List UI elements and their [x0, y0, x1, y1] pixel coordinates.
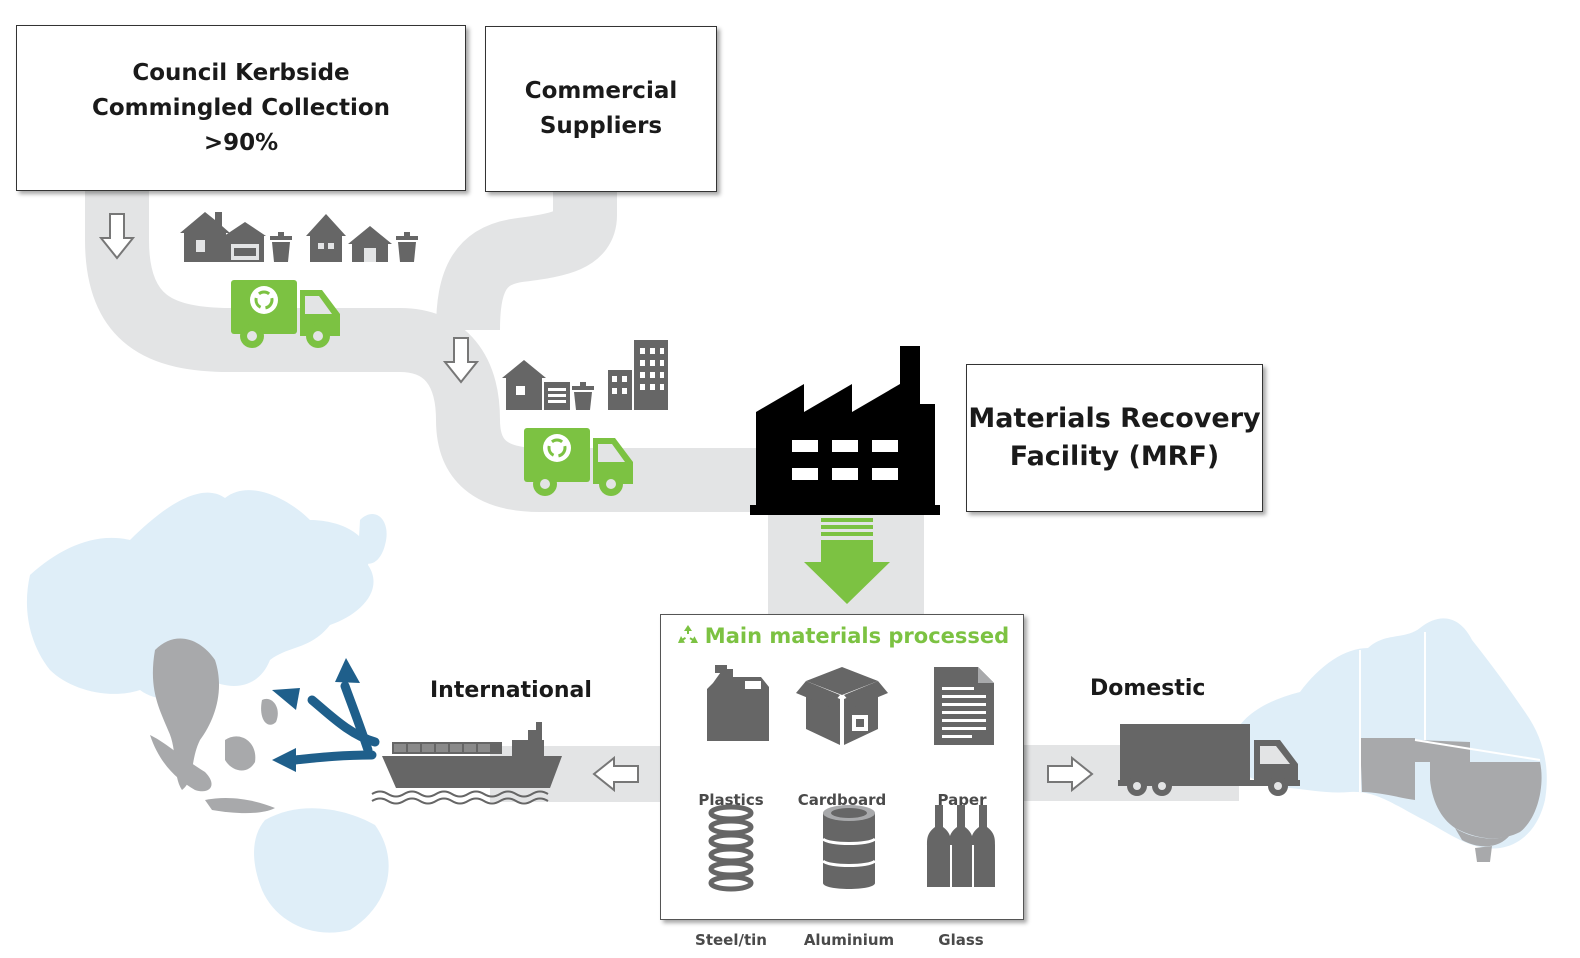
material-label: Aluminium	[803, 931, 895, 949]
commercial-buildings-icon	[502, 340, 668, 410]
mrf-box: Materials Recovery Facility (MRF)	[966, 364, 1263, 512]
recycling-truck-icon	[231, 280, 340, 348]
collection-path	[85, 183, 780, 512]
aluminium-can-icon	[821, 805, 877, 889]
left-arrow-icon	[592, 755, 639, 793]
right-arrow-icon	[1047, 755, 1094, 793]
material-label: Paper	[937, 791, 987, 809]
southeast-asia-highlight	[150, 638, 278, 814]
commercial-suppliers-box: Commercial Suppliers	[485, 26, 717, 192]
international-label: International	[430, 678, 592, 703]
material-label: Cardboard	[797, 791, 887, 809]
materials-panel-title: Main materials processed	[661, 623, 1023, 648]
houses-icon	[180, 212, 392, 262]
council-box-line3: >90%	[203, 129, 279, 156]
material-item: Aluminium	[789, 799, 909, 949]
export-arrowhead-icon	[272, 658, 360, 772]
material-item: Cardboard	[782, 659, 902, 809]
down-arrow-icon	[98, 213, 136, 260]
cardboard-box-icon	[796, 667, 888, 745]
factory-icon	[750, 346, 940, 515]
material-label: Plastics	[698, 791, 764, 809]
commercial-box-line2: Suppliers	[539, 113, 663, 139]
materials-panel-title-text: Main materials processed	[704, 624, 1010, 648]
steel-spring-icon	[708, 804, 754, 892]
paper-document-icon	[934, 667, 994, 745]
down-arrow-icon	[804, 518, 890, 604]
material-item: Steel/tin	[671, 799, 791, 949]
domestic-label: Domestic	[1090, 676, 1206, 701]
council-box-line2: Commingled Collection	[91, 94, 391, 121]
material-item: Paper	[902, 659, 1022, 809]
rubbish-bin-icon	[396, 232, 418, 262]
rubbish-bin-icon	[270, 232, 292, 262]
glass-bottles-icon	[927, 805, 995, 887]
materials-panel: Main materials processed Plastics Cardbo	[660, 614, 1024, 949]
export-arrows-icon	[290, 681, 380, 765]
asia-pacific-map	[26, 490, 389, 933]
mrf-box-line1: Materials Recovery	[968, 403, 1261, 434]
council-kerbside-box: Council Kerbside Commingled Collection >…	[16, 25, 466, 191]
material-label: Steel/tin	[695, 931, 767, 949]
cargo-ship-icon	[371, 722, 562, 805]
plastic-jerrycan-icon	[707, 665, 769, 741]
material-item: Plastics	[671, 659, 791, 809]
recycle-icon	[677, 625, 698, 643]
delivery-truck-icon	[1118, 724, 1300, 796]
recycling-truck-icon	[524, 428, 633, 496]
mrf-box-line2: Facility (MRF)	[1009, 441, 1220, 472]
down-arrow-icon	[442, 337, 480, 384]
material-item: Glass	[901, 799, 1021, 949]
council-box-line1: Council Kerbside	[132, 59, 350, 86]
commercial-box-line1: Commercial	[524, 78, 678, 104]
australia-map	[1232, 618, 1547, 862]
material-label: Glass	[938, 931, 984, 949]
